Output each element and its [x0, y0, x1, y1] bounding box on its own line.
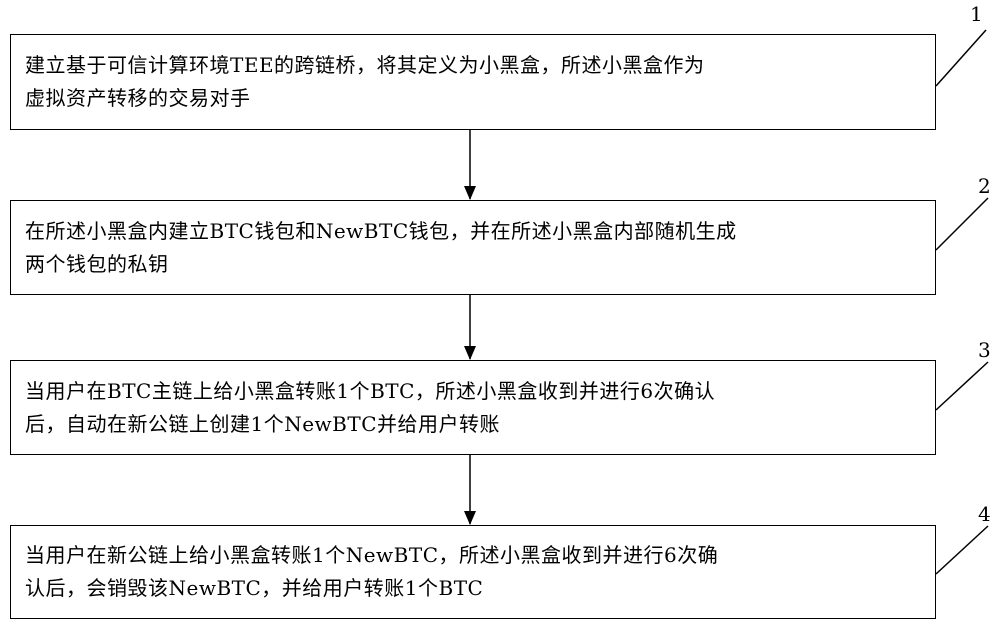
step-4-line-1: 当用户在新公链上给小黑盒转账1个NewBTC，所述小黑盒收到并进行6次确: [25, 543, 719, 567]
step-text-2: 在所述小黑盒内建立BTC钱包和NewBTC钱包，并在所述小黑盒内部随机生成 两个…: [25, 215, 921, 281]
step-1-line-2: 虚拟资产转移的交易对手: [25, 86, 251, 110]
step-box-2: 在所述小黑盒内建立BTC钱包和NewBTC钱包，并在所述小黑盒内部随机生成 两个…: [10, 200, 936, 295]
step-4-line-2: 认后，会销毁该NewBTC，并给用户转账1个BTC: [25, 576, 484, 600]
step-number-4: 4: [978, 502, 991, 526]
leader-line-4: [935, 525, 989, 575]
arrowhead-2-to-3: [464, 346, 476, 360]
step-text-4: 当用户在新公链上给小黑盒转账1个NewBTC，所述小黑盒收到并进行6次确 认后，…: [25, 539, 921, 605]
step-box-3: 当用户在BTC主链上给小黑盒转账1个BTC，所述小黑盒收到并进行6次确认 后，自…: [10, 360, 936, 455]
step-2-line-1: 在所述小黑盒内建立BTC钱包和NewBTC钱包，并在所述小黑盒内部随机生成: [25, 218, 737, 243]
leader-line-1: [935, 29, 987, 87]
step-3-line-2: 后，自动在新公链上创建1个NewBTC并给用户转账: [25, 411, 501, 436]
arrowhead-3-to-4: [464, 511, 476, 525]
step-number-3: 3: [978, 338, 991, 362]
arrowhead-1-to-2: [464, 186, 476, 200]
step-3-line-1: 当用户在BTC主链上给小黑盒转账1个BTC，所述小黑盒收到并进行6次确认: [25, 378, 716, 403]
step-2-line-2: 两个钱包的私钥: [25, 251, 169, 276]
step-number-1: 1: [970, 2, 983, 26]
step-number-2: 2: [978, 174, 991, 198]
leader-line-2: [935, 197, 989, 251]
step-text-3: 当用户在BTC主链上给小黑盒转账1个BTC，所述小黑盒收到并进行6次确认 后，自…: [25, 375, 921, 441]
leader-line-3: [935, 361, 989, 411]
step-text-1: 建立基于可信计算环境TEE的跨链桥，将其定义为小黑盒，所述小黑盒作为 虚拟资产转…: [25, 49, 921, 115]
step-box-1: 建立基于可信计算环境TEE的跨链桥，将其定义为小黑盒，所述小黑盒作为 虚拟资产转…: [10, 34, 936, 130]
step-1-line-1: 建立基于可信计算环境TEE的跨链桥，将其定义为小黑盒，所述小黑盒作为: [25, 53, 705, 77]
step-box-4: 当用户在新公链上给小黑盒转账1个NewBTC，所述小黑盒收到并进行6次确 认后，…: [10, 525, 936, 619]
